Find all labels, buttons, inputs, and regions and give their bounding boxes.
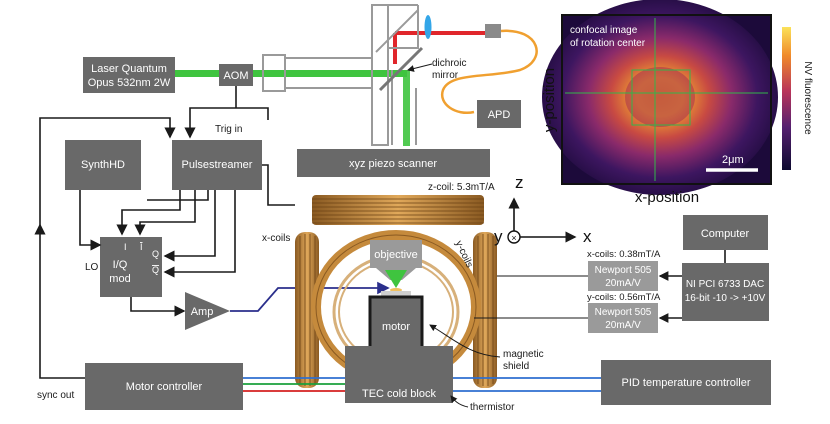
magnetic-shield-label-l1: magnetic — [503, 349, 544, 360]
iq-port-ibar: I — [140, 242, 143, 252]
fiber-coupler — [485, 24, 501, 38]
apd-label: APD — [488, 109, 511, 121]
iq-port-i: I — [124, 242, 127, 252]
sync-out-label: sync out — [37, 390, 74, 401]
magnetic-shield-label-l2: shield — [503, 361, 529, 372]
x-coil-left — [295, 232, 319, 388]
dichroic-pointer — [407, 63, 433, 72]
trig-line — [184, 107, 236, 139]
computer-label: Computer — [701, 228, 750, 240]
iq-mod-box — [100, 237, 162, 297]
piezo-box — [297, 149, 490, 177]
dac-label-l1: NI PCI 6733 DAC — [686, 279, 764, 290]
lo-label: LO — [85, 262, 99, 273]
motor-label: motor — [382, 321, 410, 333]
lens-icon — [424, 15, 432, 39]
motor-controller-label: Motor controller — [126, 381, 203, 393]
confocal-ylabel: y-position — [541, 68, 558, 132]
iq-to-amp — [130, 297, 186, 317]
synthhd-label: SynthHD — [81, 159, 125, 171]
synthhd-box — [65, 140, 141, 190]
aom-label: AOM — [223, 70, 248, 82]
newport-y-l2: 20mA/V — [605, 320, 641, 331]
newport-y-box — [588, 303, 658, 333]
confocal-image — [542, 0, 778, 195]
dichroic-label-l2: mirror — [432, 70, 459, 81]
z-coil-label: z-coil: 5.3mT/A — [428, 182, 495, 193]
aom-box — [219, 64, 253, 86]
dac-label-l2: 16-bit -10 -> +10V — [685, 293, 766, 304]
thermistor-pointer — [450, 395, 469, 408]
computer-box — [683, 215, 768, 250]
confocal-caption-l1: confocal image — [570, 25, 638, 36]
synth-to-lo — [79, 190, 102, 251]
newport-to-coils-lines — [474, 275, 588, 319]
confocal-caption-l2: of rotation center — [570, 38, 646, 49]
x-coils-gain-label: x-coils: 0.38mT/A — [587, 249, 661, 260]
colorbar — [782, 27, 791, 170]
sync-out-line — [34, 223, 85, 379]
motor-wires — [243, 377, 345, 392]
pulsestreamer-to-iq-lines — [116, 190, 236, 278]
dac-to-newport-lines — [658, 271, 682, 323]
green-beam-horizontal — [175, 70, 407, 77]
rf-line — [230, 281, 390, 312]
green-cone — [385, 270, 407, 288]
newport-x-l2: 20mA/V — [605, 278, 641, 289]
piezo-label: xyz piezo scanner — [349, 158, 437, 170]
apd-box — [477, 100, 521, 128]
dichroic-mirror-element — [378, 46, 424, 92]
laser-box — [83, 57, 175, 93]
x-coils-left-label: x-coils — [262, 233, 290, 244]
axis-x-label: x — [583, 227, 592, 246]
colorbar-label: NV fluorescence — [802, 61, 813, 135]
xyz-axes-icon: × — [507, 197, 577, 244]
pid-label: PID temperature controller — [622, 377, 751, 389]
pulsestreamer-label: Pulsestreamer — [182, 159, 253, 171]
trig-in-line — [236, 107, 269, 120]
magnetic-shield-pointer — [429, 324, 501, 358]
objective-body — [370, 240, 422, 268]
newport-y-l1: Newport 505 — [595, 307, 652, 318]
laser-label-l2: Opus 532nm 2W — [88, 77, 171, 89]
newport-x-l1: Newport 505 — [595, 265, 652, 276]
dichroic-label-l1: dichroic — [432, 58, 466, 69]
pulsestreamer-to-iq-top — [147, 190, 209, 201]
iq-label-l2: mod — [109, 273, 130, 285]
z-coil — [312, 195, 484, 225]
objective-label: objective — [374, 249, 417, 261]
trig-in-label: Trig in — [215, 124, 242, 135]
motor-controller-box — [85, 363, 243, 410]
y-coils-gain-label: y-coils: 0.56mT/A — [587, 292, 661, 303]
amp-label: Amp — [191, 306, 214, 318]
green-beam-vertical — [403, 70, 410, 146]
pulsestreamer-to-piezo — [262, 164, 295, 206]
dac-box — [682, 263, 769, 321]
thermistor-label: thermistor — [470, 402, 515, 413]
pid-box — [601, 360, 771, 405]
pulsestreamer-box — [172, 140, 262, 190]
motor-rotor-cap — [381, 291, 411, 297]
laser-label-l1: Laser Quantum — [91, 63, 167, 75]
tec-box — [345, 346, 453, 403]
amp-triangle — [185, 292, 230, 330]
iq-label-l1: I/Q — [113, 259, 128, 271]
svg-text:×: × — [511, 233, 516, 243]
fiber-cable — [440, 29, 538, 115]
axis-z-label: z — [515, 173, 524, 192]
microscope-frame — [262, 4, 419, 146]
newport-x-box — [588, 261, 658, 291]
iq-port-q: Q — [152, 249, 159, 259]
sync-loop — [39, 117, 176, 225]
scale-bar-label: 2μm — [722, 154, 744, 166]
iq-port-qbar: Q — [152, 265, 159, 275]
tec-label: TEC cold block — [362, 388, 436, 400]
confocal-xlabel: x-position — [635, 189, 699, 206]
pid-wires — [453, 377, 601, 392]
axis-y-label: y — [494, 227, 503, 246]
